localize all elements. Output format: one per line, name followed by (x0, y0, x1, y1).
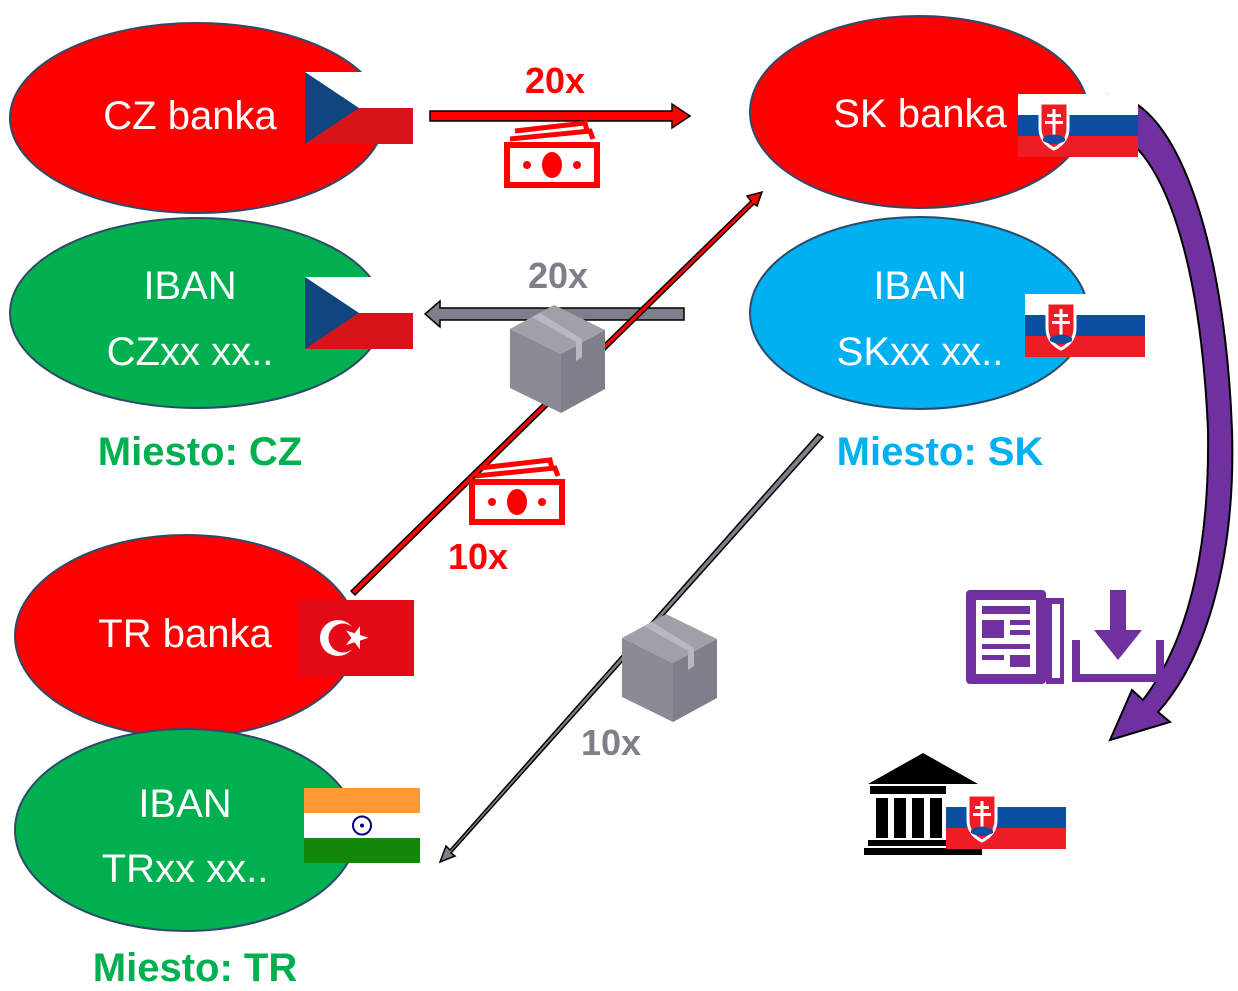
slovak-flag (944, 784, 1068, 851)
goods-count-sk-tr: 10x (580, 722, 642, 763)
slovak-flag (1023, 292, 1147, 359)
sk-iban-title: IBAN (873, 264, 967, 308)
money-count-cz-sk: 20x (524, 60, 586, 101)
sk-iban-number: SKxx xx.. (836, 330, 1004, 374)
cz-iban-number: CZxx xx.. (106, 330, 274, 374)
cz-iban-title: IBAN (143, 264, 237, 308)
money-arrow-cz-sk (429, 102, 692, 130)
tr-bank-label: TR banka (98, 612, 272, 656)
statement-download-icon (966, 590, 1164, 684)
city-tr-label: Miesto: TR (92, 946, 298, 990)
sk-bank-label: SK banka (833, 92, 1007, 136)
turkish-flag (298, 600, 414, 676)
czech-flag (305, 72, 413, 144)
city-sk-label: Miesto: SK (836, 430, 1044, 474)
cz-bank-label: CZ banka (103, 94, 277, 138)
money-icon (507, 123, 597, 185)
czech-flag (305, 277, 413, 349)
indian-flag (304, 788, 420, 863)
statement-arrow (1103, 93, 1234, 742)
package-icon (622, 614, 717, 722)
package-icon (510, 305, 605, 413)
tr-iban-title: IBAN (138, 782, 232, 826)
money-count-tr-sk: 10x (447, 536, 509, 577)
goods-count-sk-cz: 20x (527, 255, 589, 296)
city-cz-label: Miesto: CZ (97, 430, 303, 474)
money-icon (472, 460, 562, 522)
slovak-flag (1016, 92, 1140, 159)
tr-iban-number: TRxx xx.. (101, 847, 269, 891)
bank-building-icon (864, 753, 982, 855)
